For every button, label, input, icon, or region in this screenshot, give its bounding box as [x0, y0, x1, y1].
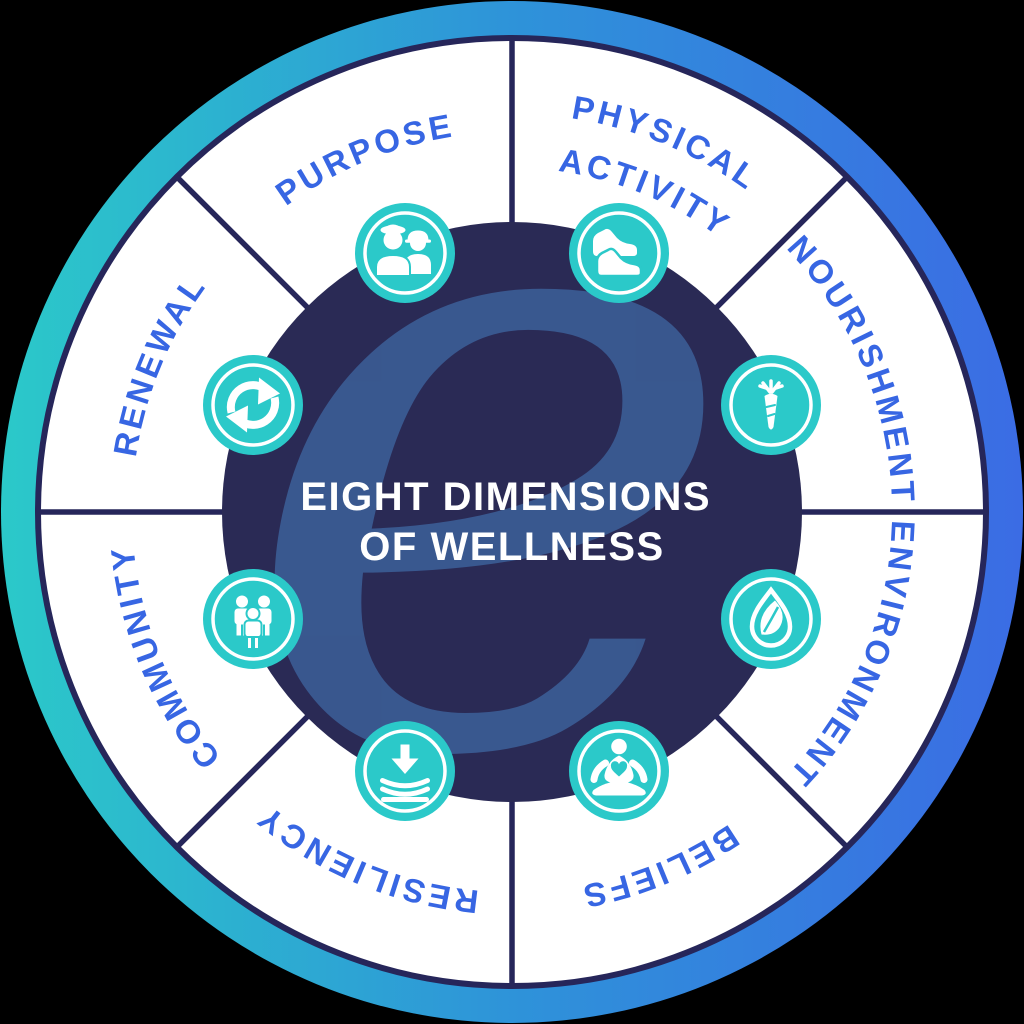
icon-badge-ring: [363, 211, 447, 295]
icon-badge-ring: [211, 363, 295, 447]
icon-badge-circle: [355, 203, 455, 303]
icon-badge-ring: [363, 729, 447, 813]
center-title: EIGHT DIMENSIONS OF WELLNESS: [300, 475, 723, 569]
sector-icon-resiliency: [355, 721, 455, 821]
icon-badge-ring: [211, 577, 295, 661]
sector-icon-community: [203, 569, 303, 669]
watermark-letter-e: e: [238, 0, 741, 943]
running-shoes-icon: [593, 228, 643, 278]
sector-icon-nourishment: [721, 355, 821, 455]
sector-icon-beliefs: [569, 721, 669, 821]
workers-icon: [375, 224, 431, 277]
sector-icon-renewal: [203, 355, 303, 455]
leaf-droplet-icon: [749, 586, 793, 648]
watermark-group: e: [238, 0, 741, 943]
sector-icon-environment: [721, 569, 821, 669]
icon-badge-ring: [577, 211, 661, 295]
pressure-arrow-icon: [380, 744, 430, 802]
people-group-icon: [234, 595, 272, 650]
carrot-icon: [758, 379, 784, 430]
meditation-heart-icon: [590, 738, 648, 796]
icon-badge-ring: [577, 729, 661, 813]
icon-badge-circle: [203, 355, 303, 455]
center-title-line2: OF WELLNESS: [359, 525, 664, 569]
sector-icon-physical-activity: [569, 203, 669, 303]
renewal-arrows-icon: [226, 377, 280, 433]
icon-badge-ring: [729, 363, 813, 447]
sector-icon-purpose: [355, 203, 455, 303]
center-circle: [222, 222, 802, 802]
center-title-line1: EIGHT DIMENSIONS: [300, 475, 711, 519]
icon-badge-ring: [729, 577, 813, 661]
